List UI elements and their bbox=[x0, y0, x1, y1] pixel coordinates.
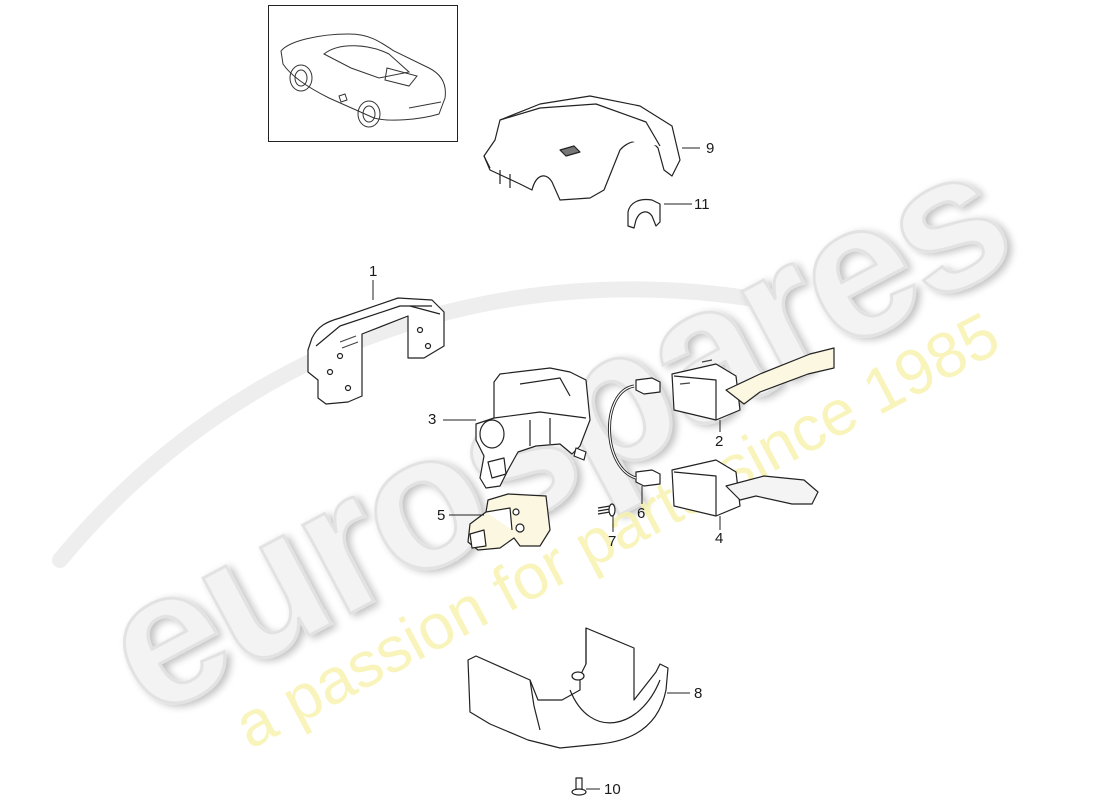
part-7-screw[interactable] bbox=[597, 503, 616, 517]
part-9-upper-cover[interactable] bbox=[483, 95, 681, 201]
part-8-lower-cover[interactable] bbox=[467, 627, 669, 749]
vehicle-thumbnail bbox=[268, 5, 458, 142]
callout-4[interactable]: 4 bbox=[715, 530, 724, 547]
callout-6[interactable]: 6 bbox=[637, 505, 646, 522]
part-6-wiring-harness[interactable] bbox=[608, 377, 661, 487]
part-3-lock-housing[interactable] bbox=[475, 367, 591, 489]
callout-7[interactable]: 7 bbox=[608, 533, 617, 550]
callout-5[interactable]: 5 bbox=[437, 507, 446, 524]
part-2-turn-signal-switch[interactable] bbox=[671, 347, 835, 421]
part-1-control-module[interactable] bbox=[307, 297, 445, 405]
car-outline-icon bbox=[280, 33, 446, 128]
callout-11[interactable]: 11 bbox=[694, 196, 710, 213]
part-4-wiper-switch[interactable] bbox=[671, 459, 819, 517]
leader-lines bbox=[372, 147, 721, 790]
part-10-screw[interactable] bbox=[571, 777, 587, 796]
callout-9[interactable]: 9 bbox=[706, 140, 715, 157]
callout-3[interactable]: 3 bbox=[428, 411, 437, 428]
callout-2[interactable]: 2 bbox=[715, 433, 724, 450]
callout-1[interactable]: 1 bbox=[369, 263, 378, 280]
callout-8[interactable]: 8 bbox=[694, 685, 703, 702]
callout-10[interactable]: 10 bbox=[604, 781, 621, 798]
part-5-ignition-switch[interactable] bbox=[467, 493, 551, 551]
part-11-trim-clip[interactable] bbox=[627, 198, 661, 229]
